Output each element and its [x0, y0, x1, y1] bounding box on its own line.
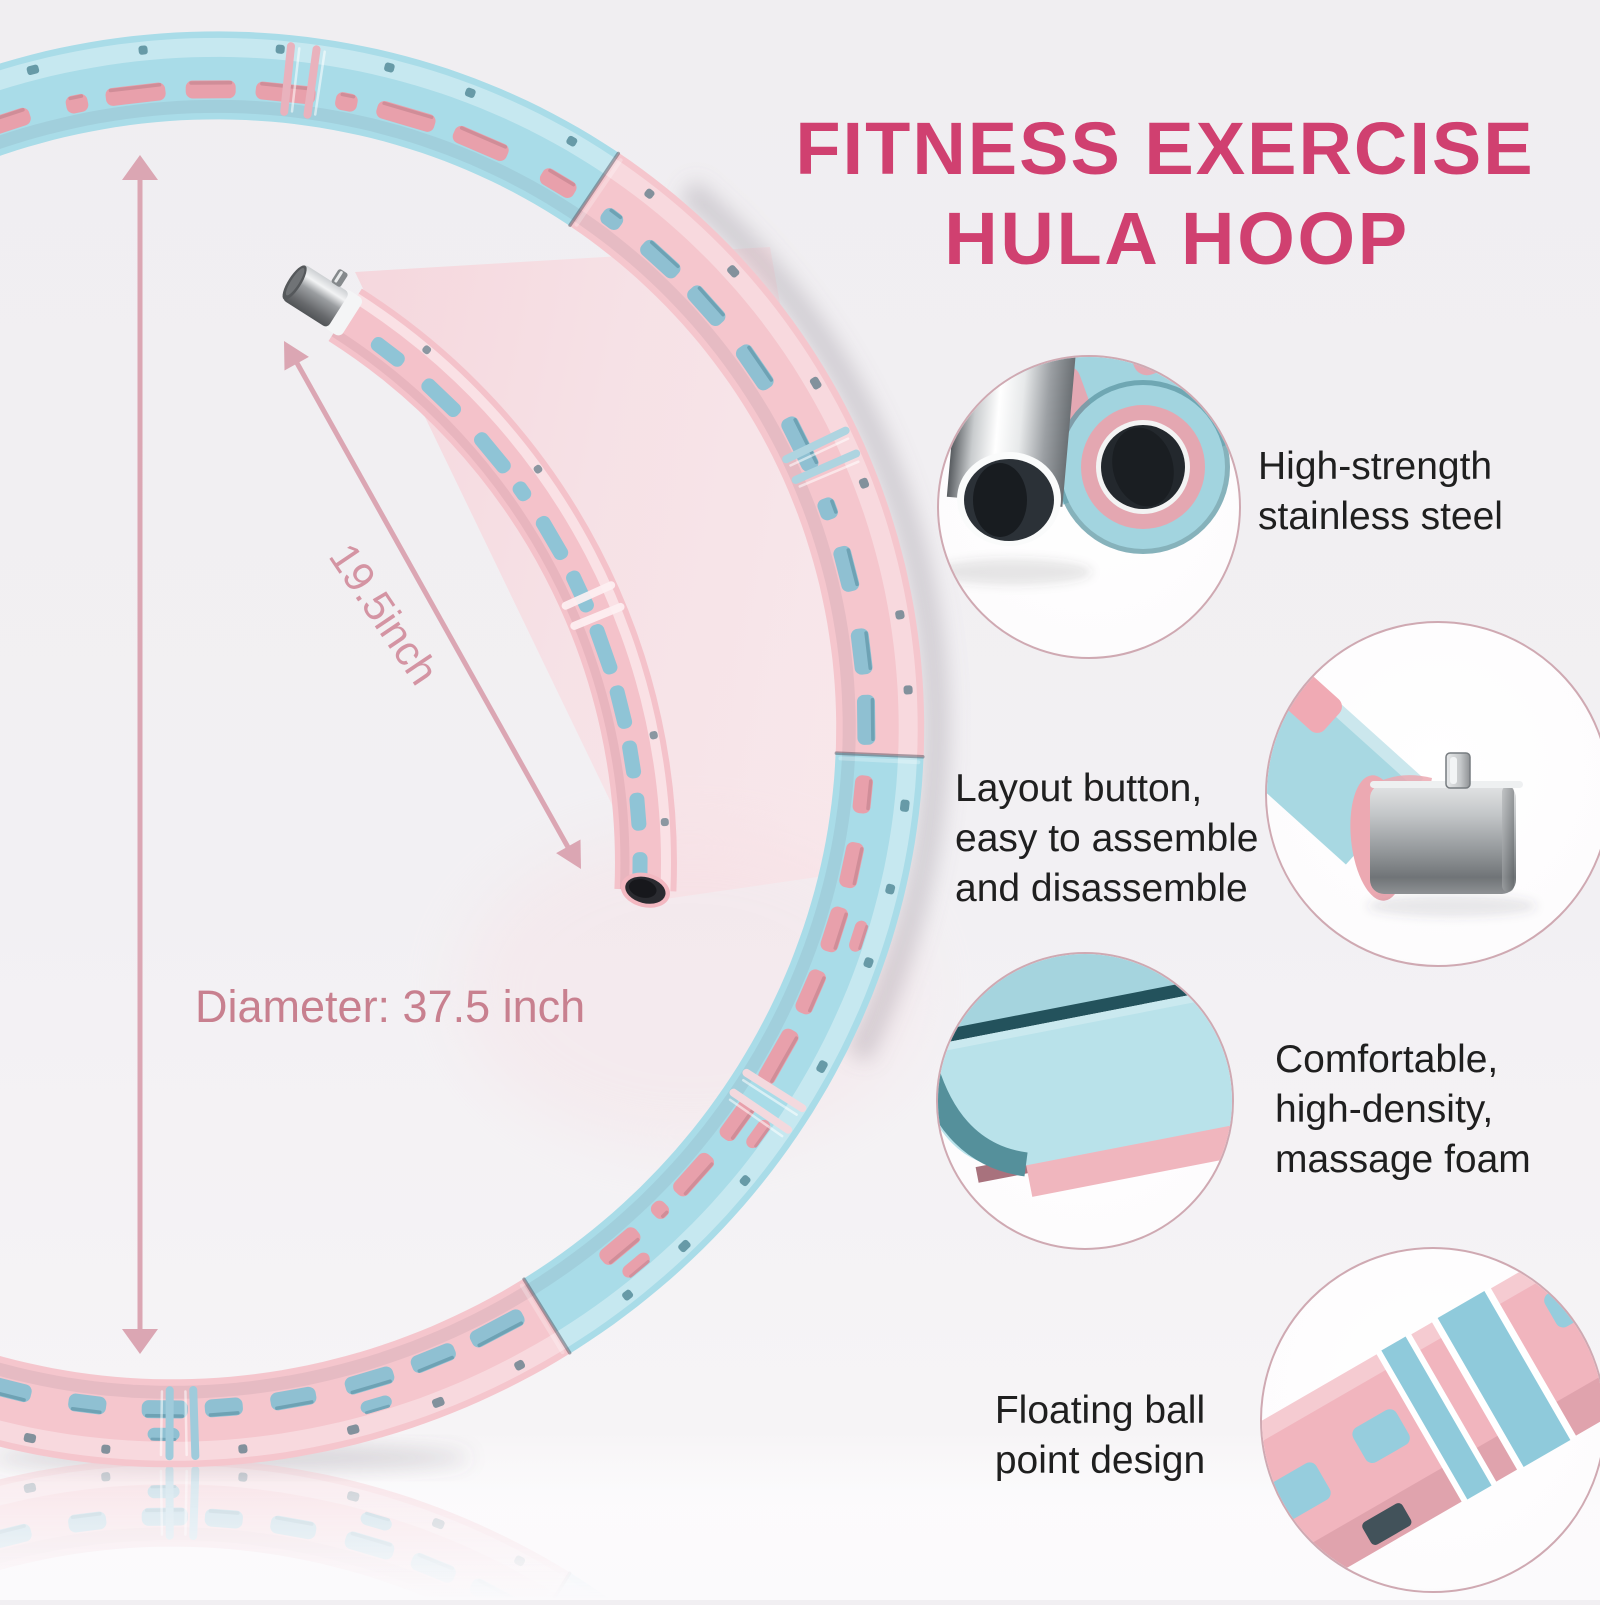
- svg-text:HULA HOOP: HULA HOOP: [944, 197, 1410, 280]
- svg-text:High-strength: High-strength: [1258, 445, 1492, 488]
- svg-text:Comfortable,: Comfortable,: [1275, 1038, 1498, 1081]
- svg-text:Floating ball: Floating ball: [995, 1389, 1205, 1432]
- svg-text:stainless steel: stainless steel: [1258, 495, 1503, 538]
- svg-text:Layout button,: Layout button,: [955, 767, 1202, 810]
- svg-text:easy to assemble: easy to assemble: [955, 817, 1259, 860]
- svg-text:and disassemble: and disassemble: [955, 867, 1248, 910]
- svg-text:FITNESS EXERCISE: FITNESS EXERCISE: [795, 107, 1534, 190]
- svg-text:massage foam: massage foam: [1275, 1138, 1531, 1181]
- svg-text:high-density,: high-density,: [1275, 1088, 1493, 1131]
- svg-text:point design: point design: [995, 1439, 1205, 1482]
- svg-text:Diameter: 37.5 inch: Diameter: 37.5 inch: [195, 981, 585, 1032]
